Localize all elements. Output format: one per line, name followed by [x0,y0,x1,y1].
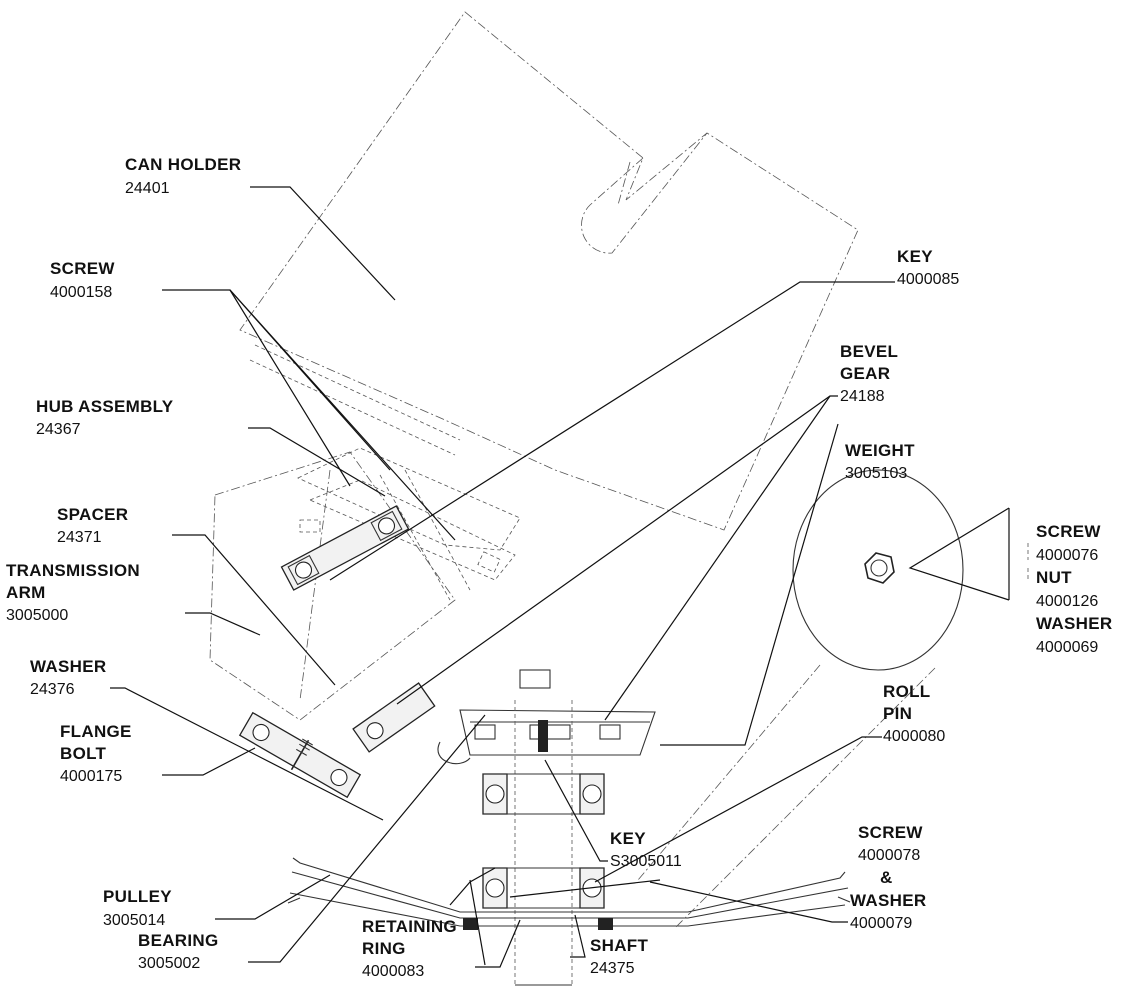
svg-text:WASHER: WASHER [850,891,926,910]
svg-text:4000158: 4000158 [50,284,112,301]
spacer-bearing [352,682,436,753]
label-washer-376: WASHER 24376 [30,657,106,698]
label-washer-079: WASHER 4000079 [850,891,926,932]
svg-text:ROLL: ROLL [883,682,930,701]
label-shaft: SHAFT 24375 [590,936,648,977]
svg-text:SPACER: SPACER [57,505,128,524]
svg-text:PULLEY: PULLEY [103,887,172,906]
shaft [514,669,573,986]
svg-text:&: & [880,868,893,887]
label-nut: NUT 4000126 [1036,568,1098,610]
label-spacer: SPACER 24371 [57,505,128,546]
svg-text:BOLT: BOLT [60,744,107,763]
svg-text:WASHER: WASHER [30,657,106,676]
svg-text:RING: RING [362,939,406,958]
label-bevel-gear: BEVEL GEAR 24188 [840,342,898,405]
svg-text:3005103: 3005103 [845,465,907,482]
label-can-holder: CAN HOLDER 24401 [125,155,241,197]
transmission-arm [209,451,456,721]
svg-text:24401: 24401 [125,180,170,197]
label-hub-assembly: HUB ASSEMBLY 24367 [36,397,174,438]
shaft-bearing-lower [482,867,605,909]
svg-text:BEARING: BEARING [138,931,219,950]
svg-text:WASHER: WASHER [1036,614,1112,633]
svg-text:4000079: 4000079 [850,915,912,932]
label-bearing: BEARING 3005002 [138,931,219,972]
svg-text:GEAR: GEAR [840,364,890,383]
svg-text:24376: 24376 [30,681,75,698]
svg-text:3005014: 3005014 [103,912,165,929]
svg-text:4000069: 4000069 [1036,639,1098,656]
arm-bearing-lower [238,711,362,799]
svg-text:ARM: ARM [6,583,46,602]
svg-text:4000078: 4000078 [858,847,920,864]
svg-text:PIN: PIN [883,704,912,723]
svg-text:4000085: 4000085 [897,271,959,288]
label-weight: WEIGHT 3005103 [845,441,915,482]
svg-text:WEIGHT: WEIGHT [845,441,915,460]
svg-text:SCREW: SCREW [1036,522,1101,541]
shaft-bearing-upper [482,773,605,815]
svg-text:4000175: 4000175 [60,768,122,785]
svg-text:24371: 24371 [57,529,102,546]
svg-text:CAN HOLDER: CAN HOLDER [125,155,241,174]
svg-text:24188: 24188 [840,388,885,405]
svg-text:4000076: 4000076 [1036,547,1098,564]
label-screw-158: SCREW 4000158 [50,259,115,301]
svg-text:NUT: NUT [1036,568,1072,587]
label-retaining-ring: RETAINING RING 4000083 [362,917,457,980]
label-key-085: KEY 4000085 [897,247,959,288]
svg-text:4000080: 4000080 [883,728,945,745]
leader-lines [110,186,1010,968]
svg-text:24375: 24375 [590,960,635,977]
svg-text:4000126: 4000126 [1036,593,1098,610]
svg-text:BEVEL: BEVEL [840,342,898,361]
weight [637,469,964,929]
label-screw-078: SCREW 4000078 & [858,823,923,887]
arm-bearing-upper [280,505,410,591]
svg-text:24367: 24367 [36,421,81,438]
svg-text:HUB ASSEMBLY: HUB ASSEMBLY [36,397,174,416]
drawing [209,11,1029,986]
svg-text:KEY: KEY [610,829,646,848]
bevel-gear [437,709,656,765]
label-transmission-arm: TRANSMISSION ARM 3005000 [6,561,140,624]
label-washer-069: WASHER 4000069 [1036,614,1112,656]
svg-text:RETAINING: RETAINING [362,917,457,936]
can-holder-plate [239,11,859,531]
label-screw-076: SCREW 4000076 [1036,522,1101,564]
svg-text:3005000: 3005000 [6,607,68,624]
svg-text:FLANGE: FLANGE [60,722,132,741]
label-key-s011: KEY S3005011 [610,829,682,870]
label-roll-pin: ROLL PIN 4000080 [883,682,945,745]
svg-text:4000083: 4000083 [362,963,424,980]
svg-text:KEY: KEY [897,247,933,266]
svg-text:TRANSMISSION: TRANSMISSION [6,561,140,580]
svg-text:SHAFT: SHAFT [590,936,648,955]
svg-text:S3005011: S3005011 [610,853,682,870]
label-flange-bolt: FLANGE BOLT 4000175 [60,722,132,785]
hub-assembly [297,447,521,601]
svg-text:SCREW: SCREW [50,259,115,278]
pulley [287,857,851,930]
svg-text:SCREW: SCREW [858,823,923,842]
svg-text:3005002: 3005002 [138,955,200,972]
label-pulley: PULLEY 3005014 [103,887,172,929]
